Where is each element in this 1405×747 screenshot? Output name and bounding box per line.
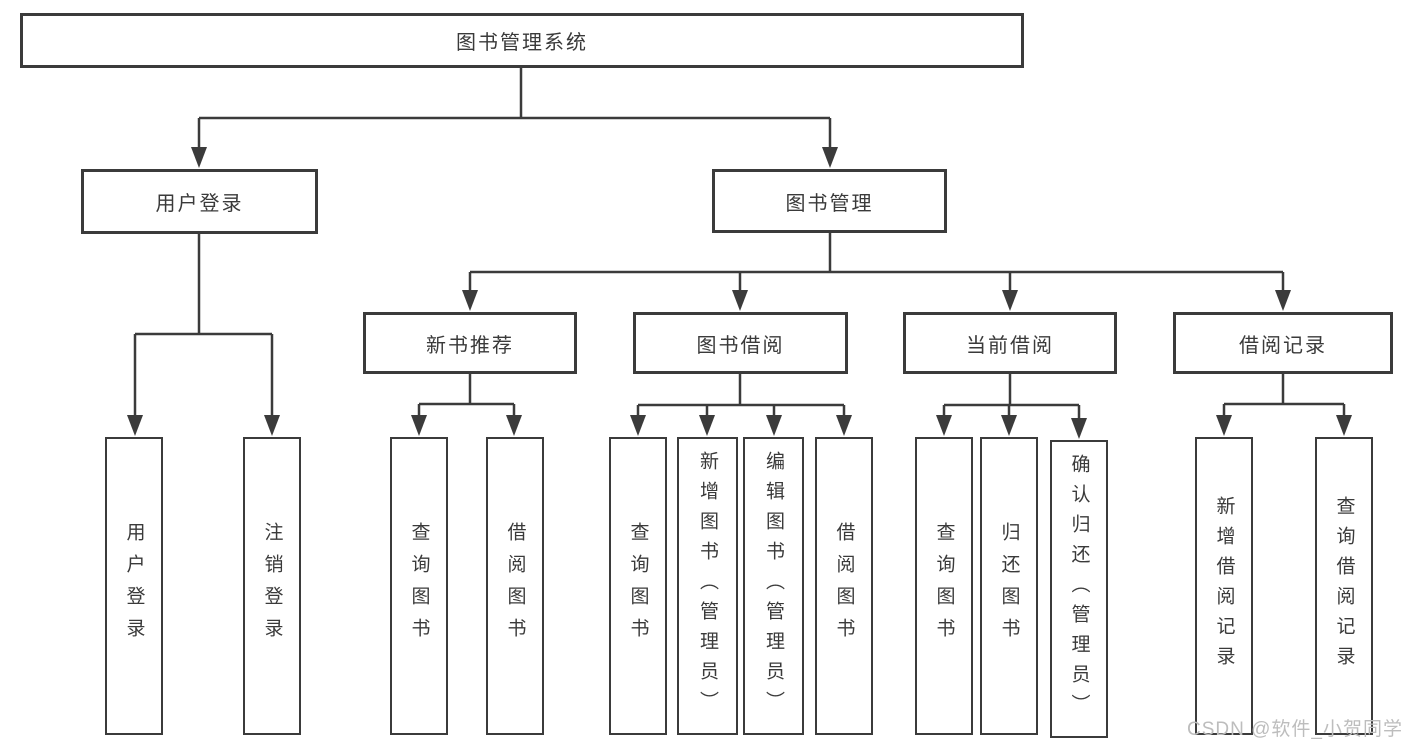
leaf-user-login-label: 用户登录	[123, 522, 145, 650]
node-book-borrow-label: 图书借阅	[696, 334, 785, 357]
leaf-return-books: 归还图书	[980, 437, 1038, 735]
branch-book-borrow	[630, 374, 852, 436]
node-new-book-recommend: 新书推荐	[363, 312, 577, 374]
node-root: 图书管理系统	[20, 13, 1024, 68]
leaf-borrow-books-recommend-label: 借阅图书	[504, 522, 526, 650]
leaf-add-borrow-record: 新增借阅记录	[1195, 437, 1253, 735]
leaf-logout-label: 注销登录	[261, 522, 283, 650]
node-book-borrow: 图书借阅	[633, 312, 848, 374]
leaf-query-books-recommend-label: 查询图书	[408, 522, 430, 650]
node-root-label: 图书管理系统	[456, 32, 588, 54]
leaf-query-books-recommend: 查询图书	[390, 437, 448, 735]
leaf-query-borrow-record-label: 查询借阅记录	[1333, 496, 1355, 676]
leaf-borrow-books: 借阅图书	[815, 437, 873, 735]
node-borrow-records-label: 借阅记录	[1239, 334, 1327, 357]
leaf-confirm-return-admin: 确认归还（管理员）	[1050, 440, 1108, 738]
node-current-borrow-label: 当前借阅	[966, 334, 1054, 357]
leaf-query-books-current: 查询图书	[915, 437, 973, 735]
branch-user-login	[127, 234, 280, 436]
csdn-watermark: CSDN @软件_小贺同学	[1187, 719, 1403, 740]
branch-new-book-recommend	[411, 374, 522, 436]
node-book-management: 图书管理	[712, 169, 947, 233]
leaf-logout: 注销登录	[243, 437, 301, 735]
node-user-login-label: 用户登录	[155, 193, 244, 215]
node-current-borrow: 当前借阅	[903, 312, 1117, 374]
leaf-edit-books-admin-label: 编辑图书（管理员）	[763, 451, 784, 721]
node-book-management-label: 图书管理	[785, 192, 874, 215]
node-new-book-recommend-label: 新书推荐	[426, 334, 514, 357]
branch-book-management	[462, 233, 1291, 311]
leaf-query-books-borrow-label: 查询图书	[627, 522, 649, 650]
leaf-borrow-books-recommend: 借阅图书	[486, 437, 544, 735]
branch-borrow-records	[1216, 374, 1352, 436]
leaf-edit-books-admin: 编辑图书（管理员）	[743, 437, 804, 735]
leaf-add-borrow-record-label: 新增借阅记录	[1213, 496, 1235, 676]
leaf-user-login: 用户登录	[105, 437, 163, 735]
leaf-return-books-label: 归还图书	[998, 522, 1020, 650]
leaf-add-books-admin: 新增图书（管理员）	[677, 437, 738, 735]
leaf-confirm-return-admin-label: 确认归还（管理员）	[1068, 454, 1090, 724]
branch-root	[191, 68, 838, 168]
leaf-add-books-admin-label: 新增图书（管理员）	[697, 451, 718, 721]
leaf-borrow-books-label: 借阅图书	[833, 522, 855, 650]
node-borrow-records: 借阅记录	[1173, 312, 1393, 374]
branch-current-borrow	[936, 374, 1087, 439]
leaf-query-books-current-label: 查询图书	[933, 522, 955, 650]
node-user-login: 用户登录	[81, 169, 318, 234]
leaf-query-borrow-record: 查询借阅记录	[1315, 437, 1373, 735]
leaf-query-books-borrow: 查询图书	[609, 437, 667, 735]
